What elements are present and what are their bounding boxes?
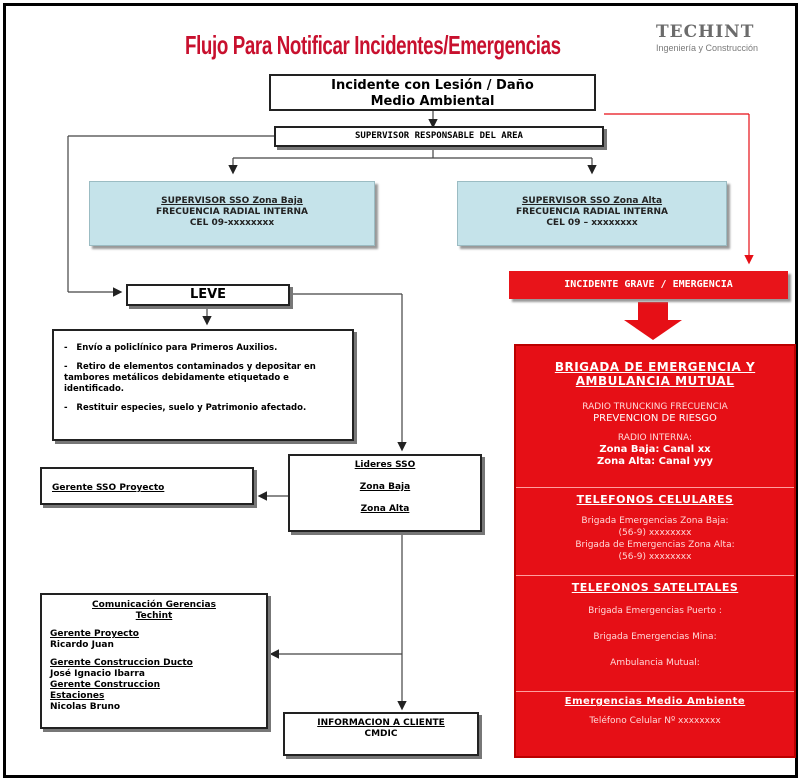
prevencion-riesgo: PREVENCION DE RIESGO (593, 413, 717, 424)
gerente-sso-box: Gerente SSO Proyecto (40, 467, 254, 505)
medio-ambiente-line1: Teléfono Celular Nº xxxxxxxx (589, 716, 721, 726)
sso-baja-title: SUPERVISOR SSO Zona Baja (161, 196, 303, 206)
informacion-cliente-box: INFORMACION A CLIENTE CMDIC (283, 712, 479, 756)
celular-line2: (56-9) xxxxxxxx (618, 528, 692, 538)
logo-subtitle: Ingeniería y Construcción (656, 43, 759, 53)
gerente-proyecto-name: Ricardo Juan (50, 640, 114, 650)
grave-label: INCIDENTE GRAVE / EMERGENCIA (564, 279, 733, 290)
sso-alta-freq: FRECUENCIA RADIAL INTERNA (515, 207, 668, 217)
brigada-title2: AMBULANCIA MUTUAL (575, 374, 735, 388)
gerente-proyecto-title: Gerente Proyecto (50, 629, 139, 639)
brigada-emergencia-panel: BRIGADA DE EMERGENCIA Y AMBULANCIA MUTUA… (514, 344, 796, 758)
gerente-estaciones-name: Nicolas Bruno (50, 702, 121, 712)
leve-label: LEVE (189, 287, 227, 302)
page-title: Flujo Para Notificar Incidentes/Emergenc… (185, 30, 561, 60)
lideres-zona-baja: Zona Baja (359, 482, 411, 492)
techint-logo: TECHINT (656, 22, 755, 42)
comunicacion-gerencias-box: Comunicación Gerencias Techint Gerente P… (40, 593, 268, 729)
gerente-estaciones-title1: Gerente Construccion (50, 680, 161, 690)
lideres-sso-box: Lideres SSO Zona Baja Zona Alta (288, 454, 482, 532)
medio-ambiente-section: Emergencias Medio Ambiente Teléfono Celu… (516, 696, 794, 727)
celulares-section: TELEFONOS CELULARES Brigada Emergencias … (516, 493, 794, 563)
lideres-zona-alta: Zona Alta (360, 504, 410, 514)
incidente-grave-banner: INCIDENTE GRAVE / EMERGENCIA (509, 271, 788, 299)
gerente-ducto-name: José Ignacio Ibarra (50, 669, 145, 679)
canal-zona-baja: Zona Baja: Canal xx (599, 444, 711, 455)
sso-baja-cel: CEL 09-xxxxxxxx (189, 218, 275, 228)
gerente-sso-label: Gerente SSO Proyecto (52, 483, 165, 493)
radio-trunking: RADIO TRUNCKING FRECUENCIA (582, 402, 728, 412)
satelital-line2: Brigada Emergencias Mina: (593, 632, 717, 642)
supervisor-label: SUPERVISOR RESPONSABLE DEL AREA (355, 131, 523, 141)
incident-box: Incidente con Lesión / Daño Medio Ambien… (269, 74, 596, 111)
celular-line3: Brigada de Emergencias Zona Alta: (575, 540, 735, 550)
leve-actions-box: - Envío a policlínico para Primeros Auxi… (52, 329, 354, 441)
celular-line4: (56-9) xxxxxxxx (618, 552, 692, 562)
radio-interna: RADIO INTERNA: (617, 433, 693, 443)
divider (516, 575, 794, 576)
satelital-line3: Ambulancia Mutual: (610, 658, 700, 668)
gerente-ducto-title: Gerente Construccion Ducto (50, 658, 193, 668)
divider (516, 487, 794, 488)
brigada-title1: BRIGADA DE EMERGENCIA Y (554, 360, 756, 374)
celulares-title: TELEFONOS CELULARES (576, 493, 734, 506)
sso-zona-alta-box: SUPERVISOR SSO Zona Alta FRECUENCIA RADI… (457, 181, 727, 246)
celular-line1: Brigada Emergencias Zona Baja: (581, 516, 729, 526)
incident-line1: Incidente con Lesión / Daño (331, 78, 534, 93)
brigada-section: BRIGADA DE EMERGENCIA Y AMBULANCIA MUTUA… (516, 360, 794, 468)
sso-alta-title: SUPERVISOR SSO Zona Alta (521, 196, 663, 206)
lideres-title: Lideres SSO (354, 460, 416, 470)
divider (516, 691, 794, 692)
cliente-title: INFORMACION A CLIENTE (317, 718, 445, 728)
comunicacion-title1: Comunicación Gerencias (92, 600, 216, 610)
cliente-sub: CMDIC (364, 729, 398, 739)
action-item-1: - Envío a policlínico para Primeros Auxi… (64, 343, 278, 353)
satelitales-title: TELEFONOS SATELITALES (571, 581, 739, 594)
comunicacion-title2: Techint (135, 611, 173, 621)
sso-zona-baja-box: SUPERVISOR SSO Zona Baja FRECUENCIA RADI… (89, 181, 375, 246)
action-item-3: - Restituir especies, suelo y Patrimonio… (64, 403, 307, 413)
gerente-estaciones-title2: Estaciones (50, 691, 105, 701)
medio-ambiente-title: Emergencias Medio Ambiente (564, 696, 746, 707)
action-item-2: - Retiro de elementos contaminados y dep… (64, 362, 316, 394)
sso-alta-cel: CEL 09 – xxxxxxxx (546, 218, 638, 228)
satelitales-section: TELEFONOS SATELITALES Brigada Emergencia… (516, 581, 794, 669)
leve-box: LEVE (126, 284, 290, 306)
satelital-line1: Brigada Emergencias Puerto : (588, 606, 722, 616)
incident-line2: Medio Ambiental (370, 94, 495, 109)
sso-baja-freq: FRECUENCIA RADIAL INTERNA (155, 207, 308, 217)
page-frame (3, 3, 798, 778)
canal-zona-alta: Zona Alta: Canal yyy (596, 456, 714, 467)
supervisor-box: SUPERVISOR RESPONSABLE DEL AREA (274, 126, 604, 147)
